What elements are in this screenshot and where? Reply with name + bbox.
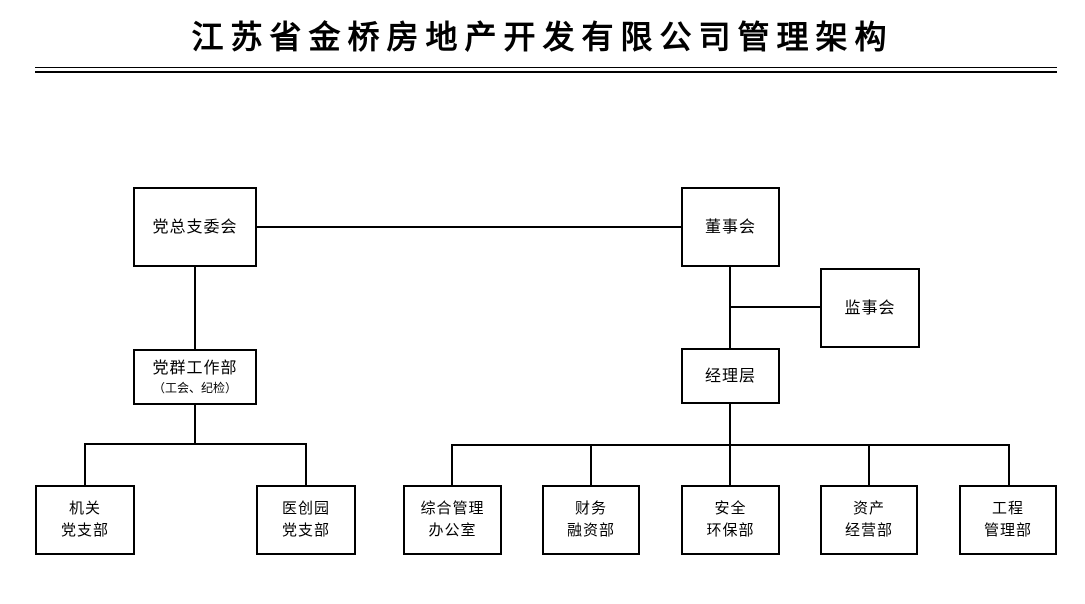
node-label: 监事会 <box>844 299 896 317</box>
node-organ-party-branch: 机关 党支部 <box>35 485 135 555</box>
node-label: 管理部 <box>983 522 1032 539</box>
node-label: 安全 <box>714 500 747 517</box>
node-label: 董事会 <box>704 218 756 236</box>
node-label: 党群工作部 <box>152 360 238 377</box>
connector-stub-org-branch <box>84 444 86 485</box>
node-sublabel: （工会、纪检） <box>152 381 237 395</box>
node-supervisory-board: 监事会 <box>820 268 920 348</box>
node-label: 医创园 <box>281 500 330 517</box>
connector-party-committee-board <box>257 226 681 228</box>
node-medical-park-party-branch: 医创园 党支部 <box>256 485 356 555</box>
node-label: 融资部 <box>566 522 615 539</box>
connector-stub-safety-dept <box>729 445 731 485</box>
node-general-admin-office: 综合管理 办公室 <box>403 485 502 555</box>
node-party-general-branch-committee: 党总支委会 <box>133 187 257 267</box>
node-label: 财务 <box>574 500 607 517</box>
node-label: 党总支委会 <box>152 218 238 236</box>
node-label: 环保部 <box>706 522 755 539</box>
node-label: 工程 <box>991 500 1024 517</box>
node-label: 综合管理 <box>420 500 485 517</box>
node-finance-financing-dept: 财务 融资部 <box>542 485 640 555</box>
connector-management-drop <box>729 404 731 445</box>
title-underline <box>35 67 1057 73</box>
connector-party-work-drop <box>194 405 196 445</box>
connector-stub-finance-dept <box>590 445 592 485</box>
node-management-level: 经理层 <box>681 348 780 404</box>
connector-board-supervisory <box>730 306 820 308</box>
connector-stub-engineering-dept <box>1008 445 1010 485</box>
node-asset-operation-dept: 资产 经营部 <box>820 485 918 555</box>
connector-party-committee-party-work <box>194 267 196 349</box>
node-label: 经理层 <box>704 367 756 385</box>
node-board-of-directors: 董事会 <box>681 187 780 267</box>
node-engineering-management-dept: 工程 管理部 <box>959 485 1057 555</box>
connector-stub-asset-dept <box>868 445 870 485</box>
node-label: 机关 <box>68 500 101 517</box>
chart-title: 江苏省金桥房地产开发有限公司管理架构 <box>191 19 894 55</box>
node-label: 资产 <box>852 500 885 517</box>
node-label: 党支部 <box>281 522 330 539</box>
node-label: 经营部 <box>844 522 893 539</box>
node-label: 党支部 <box>60 522 109 539</box>
connector-party-branches-span <box>84 443 307 445</box>
connector-stub-park-branch <box>305 444 307 485</box>
connector-stub-admin-office <box>451 445 453 485</box>
node-safety-environment-dept: 安全 环保部 <box>681 485 780 555</box>
node-label: 办公室 <box>428 522 477 539</box>
node-party-mass-work-dept: 党群工作部 （工会、纪检） <box>133 349 257 405</box>
